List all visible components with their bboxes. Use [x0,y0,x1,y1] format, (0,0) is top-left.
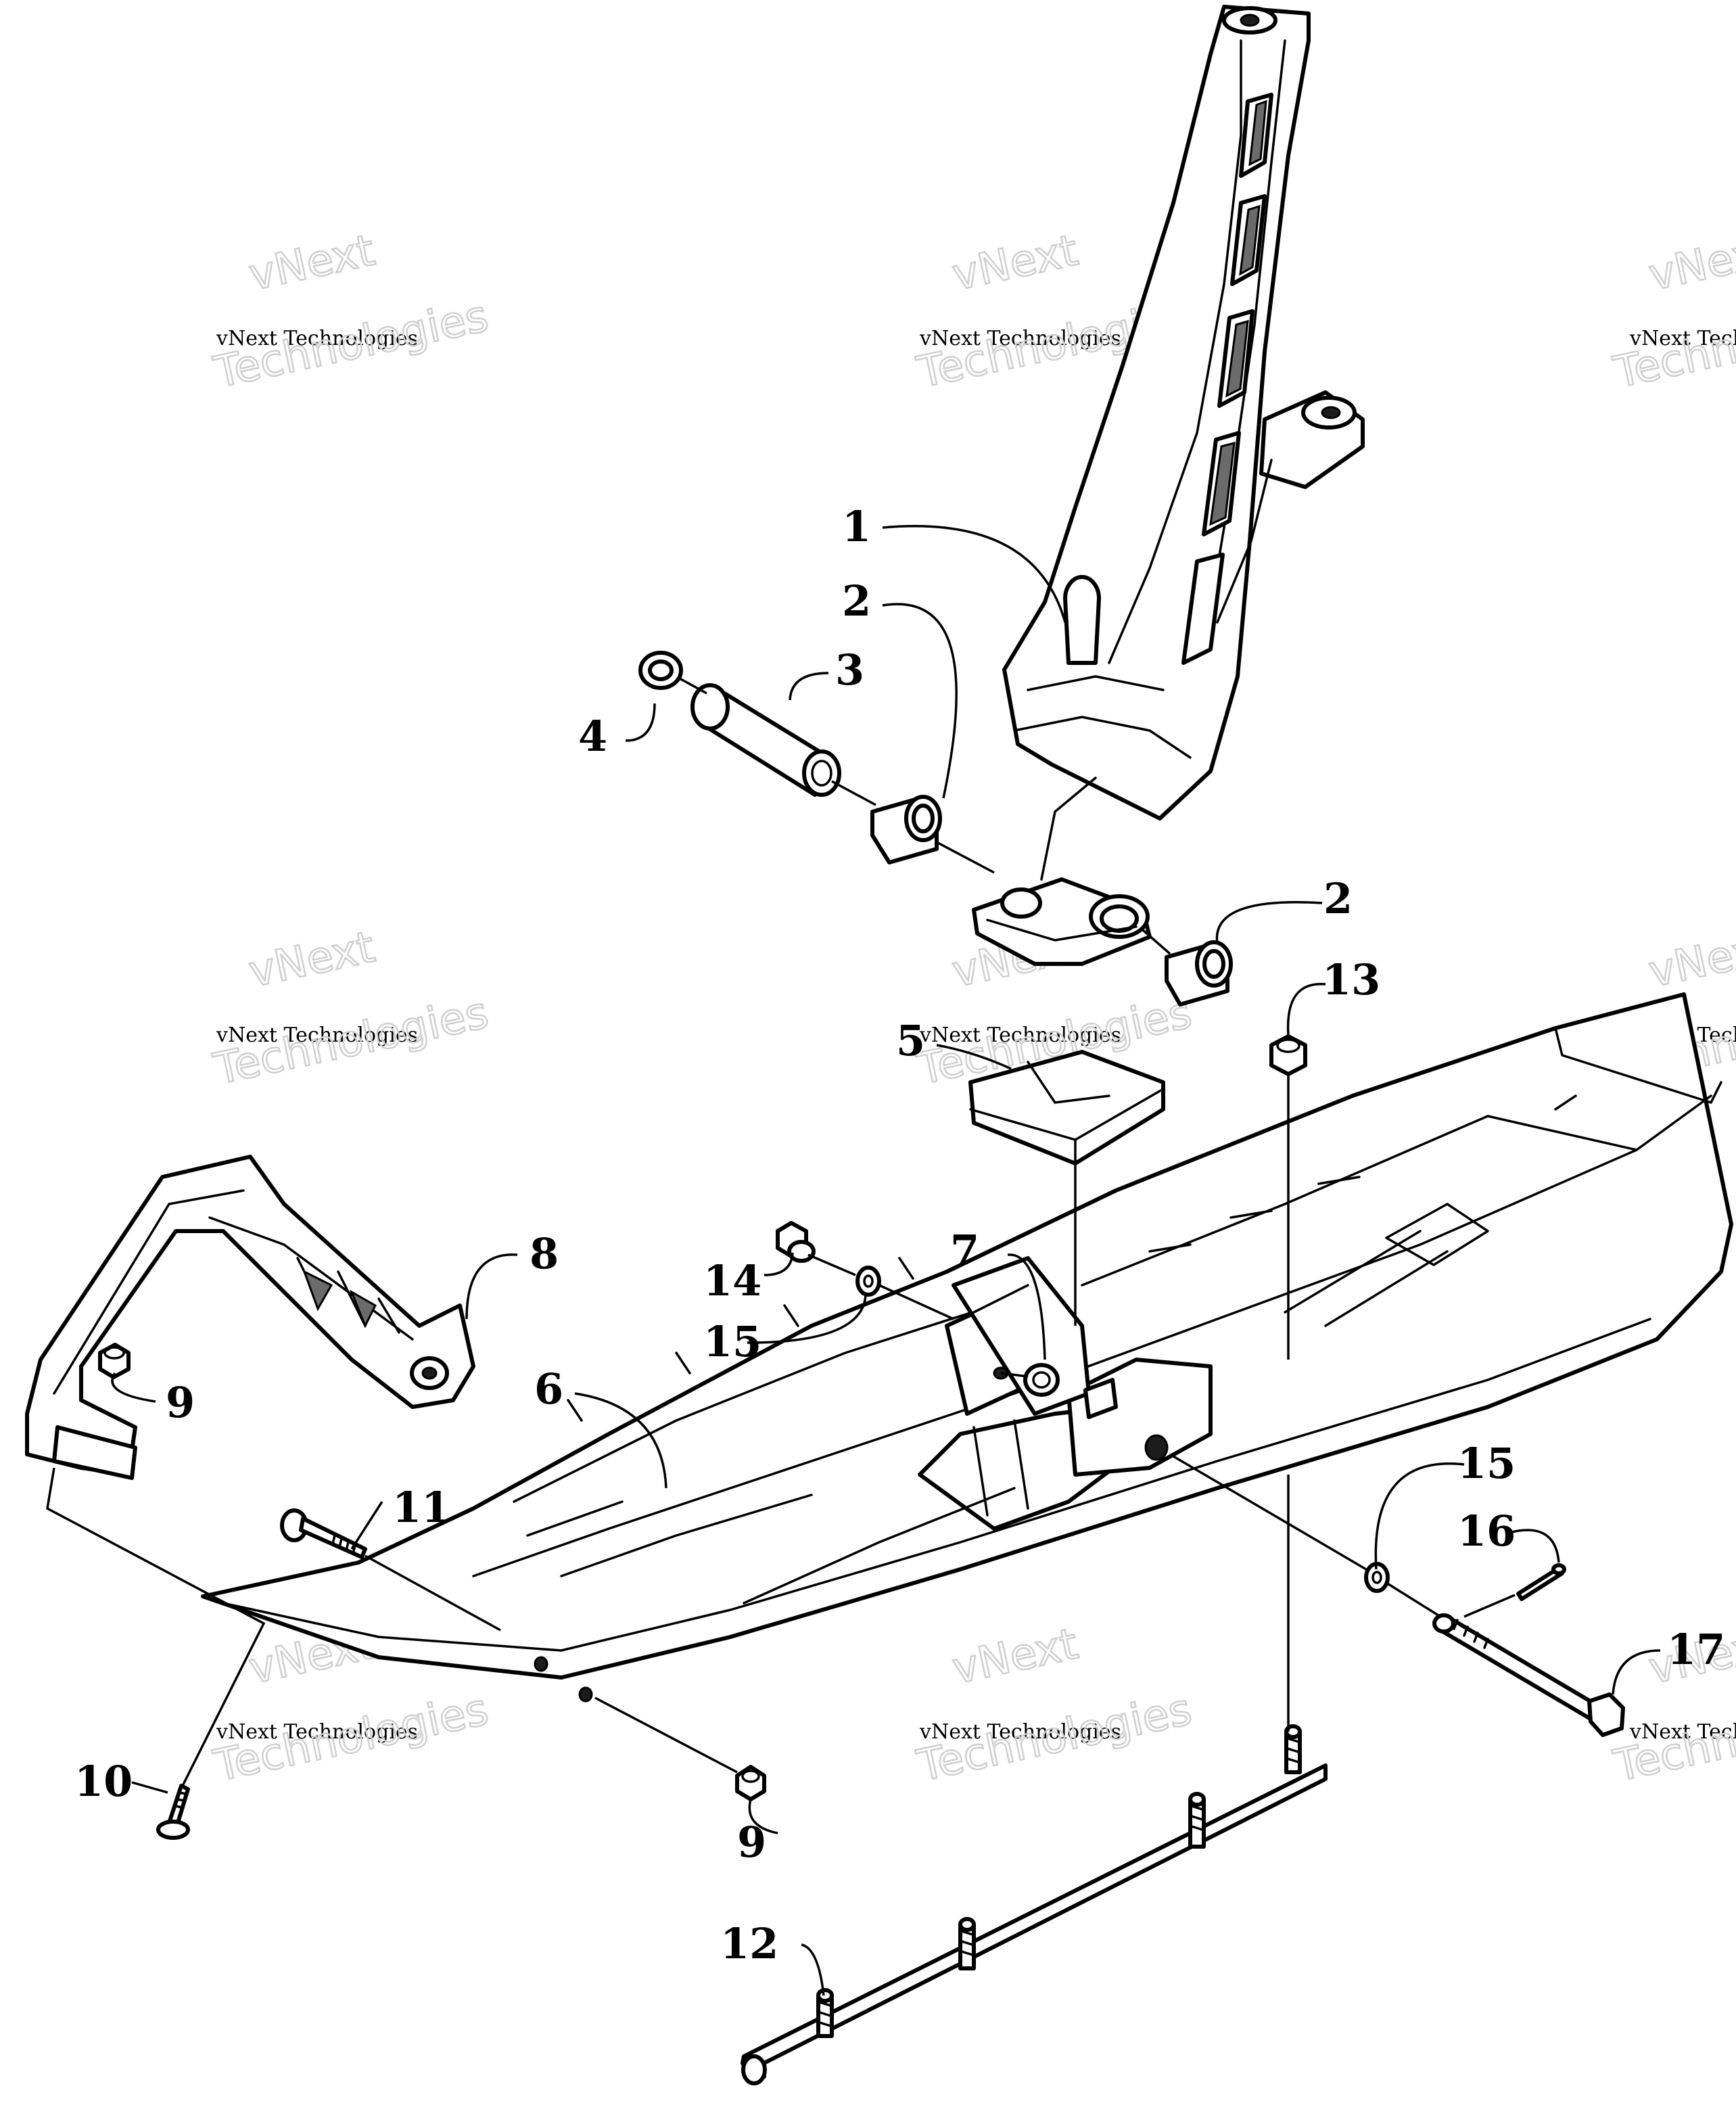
callout-labels: 1 2 2 3 4 5 6 7 8 9 9 10 11 12 13 14 15 … [74,502,1725,1968]
callout-3: 3 [835,645,864,695]
watermark-text: vNext Technologies [216,1720,418,1744]
callout-11: 11 [392,1483,450,1532]
callout-14: 14 [703,1256,761,1305]
watermark-text: vNext Technologies [919,1720,1121,1744]
watermark: vNext vNext Technologies Technologies [1609,225,1736,399]
watermark: vNext vNext Technologies Technologies [209,921,494,1096]
callout-9-lower: 9 [737,1818,766,1867]
bolt-part [280,1508,367,1559]
watermark: vNext vNext Technologies Technologies [209,225,494,399]
callout-5: 5 [896,1016,925,1065]
cotter-pin-part [1516,1563,1566,1601]
callout-leaders [111,525,1661,1996]
watermark-text: vNext Technologies [1629,1720,1736,1744]
long-bolt-part [1432,1613,1625,1737]
washer-part [638,651,683,690]
ski-part [201,992,1733,1703]
assembly-lines [46,677,1516,1786]
washer-15-part [855,1266,881,1297]
callout-8: 8 [530,1229,559,1278]
watermark-ghost-bottom: Technologies [210,292,493,398]
watermark-ghost-top: vNext [245,225,379,300]
screw-part [156,1784,190,1840]
nut-part [98,1343,131,1379]
watermark-text: vNext Technologies [216,327,418,350]
ski-pad-part [968,1050,1165,1165]
callout-17: 17 [1667,1625,1725,1674]
callout-13: 13 [1322,955,1380,1004]
callout-10: 10 [74,1757,133,1806]
watermark-text: vNext Technologies [216,1023,418,1047]
spindle-part [972,5,1365,966]
callout-16: 16 [1457,1506,1516,1556]
watermark-ghost-top: vNext [948,225,1082,300]
washer-15-part [1364,1562,1390,1593]
watermark-ghost-top: vNext [948,1619,1082,1694]
watermark-ghost-bottom: Technologies [1610,292,1736,398]
ski-bushing-part [1023,1363,1060,1397]
nut-part [735,1765,766,1801]
lock-nut-part [1269,1034,1307,1076]
watermark-text: vNext Technologies [919,327,1121,350]
wear-bar-part [741,1724,1328,2085]
sleeve-part [690,683,841,797]
watermark: vNext vNext Technologies Technologies [912,1618,1197,1793]
callout-7: 7 [950,1226,979,1275]
watermark-ghost-top: vNext [1645,225,1736,300]
flange-nut-part [776,1221,816,1263]
callout-2-lower: 2 [1323,874,1353,923]
callout-15-right: 15 [1457,1439,1516,1488]
callout-6: 6 [534,1364,563,1414]
bushing-upper-part [870,795,942,864]
watermark-ghost-top: vNext [245,922,379,997]
callout-2-upper: 2 [842,576,871,626]
watermark-ghost-bottom: Technologies [913,1685,1196,1792]
callout-15-left: 15 [703,1317,761,1366]
watermark-ghost-bottom: Technologies [1610,1685,1736,1792]
watermark-ghost-top: vNext [1645,922,1736,997]
bushing-lower-part [1165,940,1233,1007]
callout-1: 1 [842,502,871,551]
watermark-ghost-bottom: Technologies [210,988,493,1095]
callout-12: 12 [720,1919,778,1968]
callout-4: 4 [578,712,607,761]
watermark-text: vNext Technologies [1629,327,1736,350]
ski-loop-part [25,1155,475,1480]
watermark-ghost-bottom: Technologies [210,1685,493,1792]
watermark-text: vNext Technologies [919,1023,1121,1047]
callout-9-upper: 9 [166,1378,195,1427]
